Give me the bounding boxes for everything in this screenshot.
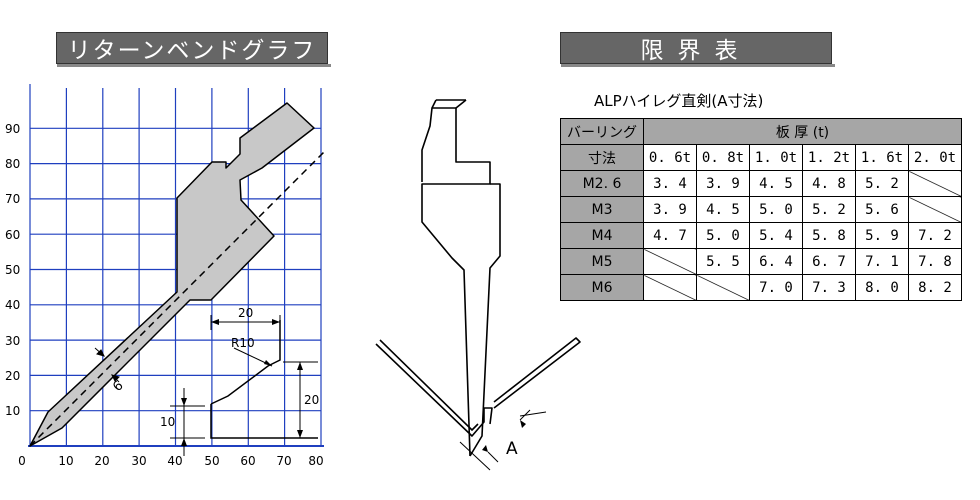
table-cell: 8. 2	[908, 274, 962, 301]
table-cell: 5. 8	[802, 222, 856, 249]
table-cell: 8. 0	[855, 274, 909, 301]
table-cell: 5. 5	[696, 248, 750, 275]
table-cell: 5. 0	[749, 196, 803, 223]
bend-region	[29, 102, 315, 447]
x-tick: 60	[240, 454, 255, 468]
empty-cell	[908, 196, 962, 223]
x-tick: 40	[167, 454, 182, 468]
x-tick: 30	[131, 454, 146, 468]
x-tick: 20	[94, 454, 109, 468]
row-label: M3	[560, 196, 644, 223]
table-cell: 5. 9	[855, 222, 909, 249]
table-cell: 6. 7	[802, 248, 856, 275]
part-profile	[170, 315, 318, 456]
column-header: 0. 8t	[696, 144, 750, 171]
punch-outline	[421, 107, 491, 457]
y-tick: 40	[5, 298, 20, 312]
table-cell: 3. 9	[643, 196, 697, 223]
x-tick: 10	[58, 454, 73, 468]
table-cell: 5. 6	[855, 196, 909, 223]
empty-cell	[908, 170, 962, 197]
y-tick: 30	[5, 334, 20, 348]
table-cell: 3. 4	[643, 170, 697, 197]
header-burring: バーリング	[560, 118, 644, 145]
header-thickness: 板 厚 (t)	[643, 118, 962, 145]
y-tick: 20	[5, 369, 20, 383]
empty-cell	[643, 274, 697, 301]
header-size: 寸法	[560, 144, 644, 171]
table-cell: 6. 4	[749, 248, 803, 275]
x-tick: 70	[276, 454, 291, 468]
y-tick: 80	[5, 157, 20, 171]
y-tick: 10	[5, 404, 20, 418]
empty-cell	[643, 248, 697, 275]
row-label: M6	[560, 274, 644, 301]
column-header: 1. 6t	[855, 144, 909, 171]
table-cell: 5. 2	[855, 170, 909, 197]
column-header: 0. 6t	[643, 144, 697, 171]
empty-cell	[696, 274, 750, 301]
height-10-label: 10	[160, 415, 175, 429]
column-header: 1. 2t	[802, 144, 856, 171]
x-tick: 80	[308, 454, 323, 468]
bent-sheet	[375, 343, 493, 437]
y-tick: 90	[5, 122, 20, 136]
table-cell: 4. 8	[802, 170, 856, 197]
table-row: M4 4. 7 5. 0 5. 4 5. 8 5. 9 7. 2	[560, 222, 962, 249]
table-cell: 7. 8	[908, 248, 962, 275]
y-tick: 70	[5, 192, 20, 206]
table-cell: 7. 0	[749, 274, 803, 301]
x-tick: 50	[204, 454, 219, 468]
table-cell: 7. 3	[802, 274, 856, 301]
thickness-label: 6	[110, 378, 126, 394]
r10-label: R10	[231, 336, 255, 350]
table-row: M5 5. 5 6. 4 6. 7 7. 1 7. 8	[560, 248, 962, 275]
table-cell: 4. 5	[696, 196, 750, 223]
table-row: M6 7. 0 7. 3 8. 0 8. 2	[560, 274, 962, 301]
dimension-a-label: A	[506, 439, 518, 459]
table-cell: 7. 2	[908, 222, 962, 249]
table-cell: 5. 4	[749, 222, 803, 249]
punch-tool-diagram: A	[375, 99, 581, 471]
table-cell: 4. 7	[643, 222, 697, 249]
y-tick: 50	[5, 263, 20, 277]
table-row: M3 3. 9 4. 5 5. 0 5. 2 5. 6	[560, 196, 962, 223]
table-cell: 7. 1	[855, 248, 909, 275]
thickness-arrows	[94, 347, 120, 383]
table-cell: 3. 9	[696, 170, 750, 197]
limit-table: バーリング 板 厚 (t) 寸法 0. 6t 0. 8t 1. 0t 1. 2t…	[560, 118, 962, 301]
return-bend-graph: 0 10 20 30 40 50 60 70 80 10 20 30 40 50…	[5, 84, 325, 468]
table-caption: ALPハイレグ直剣(A寸法)	[594, 92, 764, 110]
width-20-label: 20	[238, 306, 253, 320]
y-tick: 60	[5, 228, 20, 242]
row-label: M2. 6	[560, 170, 644, 197]
limit-table-title: 限界表	[560, 32, 835, 67]
table-cell: 5. 0	[696, 222, 750, 249]
center-line	[29, 151, 325, 447]
return-bend-graph-title: リターンベンドグラフ	[56, 32, 331, 67]
table-cell: 4. 5	[749, 170, 803, 197]
row-label: M4	[560, 222, 644, 249]
height-20-label: 20	[304, 393, 319, 407]
row-label: M5	[560, 248, 644, 275]
column-header: 2. 0t	[908, 144, 962, 171]
table-cell: 5. 2	[802, 196, 856, 223]
table-row: M2. 6 3. 4 3. 9 4. 5 4. 8 5. 2	[560, 170, 962, 197]
x-tick: 0	[18, 454, 26, 468]
column-header: 1. 0t	[749, 144, 803, 171]
